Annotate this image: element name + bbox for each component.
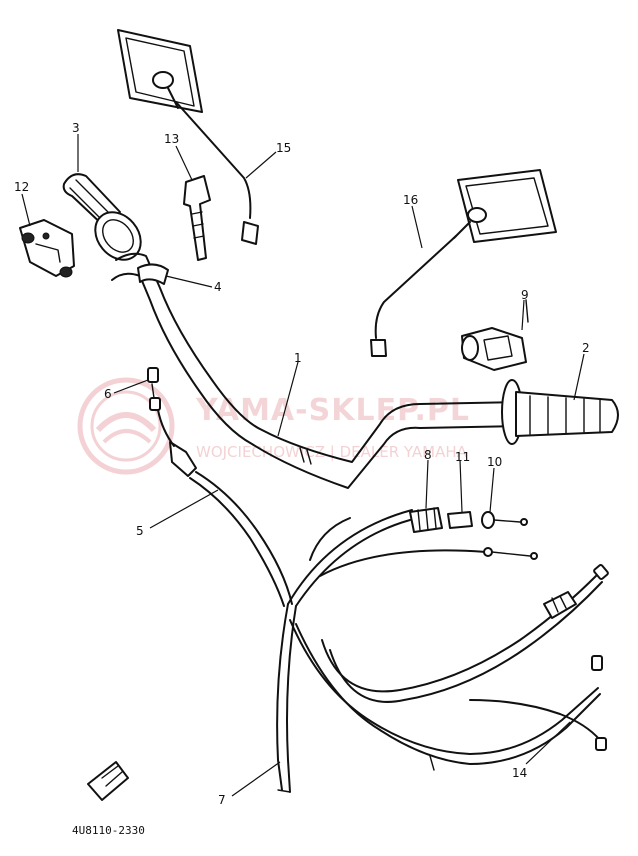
part-4-clamp [137,263,169,285]
part-7-cables [276,509,609,793]
part-5-cable [157,409,293,607]
callout-7: 7 [218,793,226,807]
part-8-11-10-adjuster [409,507,528,533]
callout-11: 11 [455,450,470,464]
callout-3: 3 [72,121,80,135]
callout-4: 4 [214,280,222,294]
callout-13: 13 [164,132,179,146]
callout-1: 1 [294,351,302,365]
callout-14: 14 [512,766,527,780]
part-12-left-switch [19,219,75,278]
watermark-subtitle: WOJCIECHOWICZ | DEALER YAMAHA [196,443,468,461]
callout-9: 9 [521,288,529,302]
callout-10: 10 [487,455,502,469]
callout-16: 16 [403,193,418,207]
watermark-title: YAMA-SKLEP.PL [195,393,470,428]
front-direction-icon [87,761,129,801]
callout-12: 12 [14,180,29,194]
part-2-right-grip [501,379,619,445]
callout-6: 6 [104,387,112,401]
part-3-left-grip [62,173,142,261]
callout-8: 8 [424,448,432,462]
callout-labels: 1 2 3 4 5 6 7 8 9 10 11 12 13 14 15 16 [14,121,590,807]
part-6-fitting [147,367,161,411]
callout-2: 2 [582,341,590,355]
part-9-right-switch [461,299,529,371]
catalog-number: 4U8110-2330 [72,824,145,837]
part-14-cable-end [543,591,577,619]
part-16-right-mirror [370,169,557,357]
callout-15: 15 [276,141,291,155]
callout-5: 5 [136,524,144,538]
watermark-logo-icon [77,377,175,475]
watermark: YAMA-SKLEP.PL WOJCIECHOWICZ | DEALER YAM… [77,377,470,475]
part-15-left-mirror [117,29,259,245]
leader-lines [21,134,585,797]
part-13-lever-pin [183,175,211,261]
